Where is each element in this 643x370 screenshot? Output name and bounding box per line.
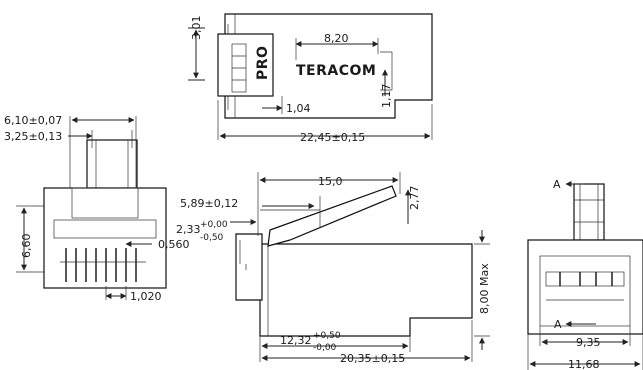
dim-side-total: 20,35±0,15 [340,352,405,365]
dim-rear-outer: 11,68 [568,358,600,370]
contact-group [60,248,146,282]
section-mark-bottom: A [554,318,562,331]
side-view: 15,0 2,77 5,89±0,12 2,33 +0,00 -0,50 8,0… [176,172,491,365]
dim-front-pitch: 0,560 [158,238,190,251]
dim-rear-inner: 9,35 [576,336,601,349]
dim-top-height: 3,01 [190,16,203,41]
dim-side-body-minus: -0,00 [313,343,337,353]
dim-side-body-plus: +0,50 [313,331,341,341]
dim-side-latch: 15,0 [318,175,343,188]
dim-side-offset-minus: -0,50 [200,233,224,243]
dim-side-max: 8,00 Max [478,263,491,314]
dim-top-small: 1,04 [286,102,311,115]
dim-top-offset: 8,20 [324,32,349,45]
pro-label: PRO [255,46,271,80]
dim-side-offset-value: 2,33 [176,223,201,236]
dim-side-body-value: 12,32 [280,334,312,347]
dim-front-width: 6,10±0,07 [4,114,62,127]
dim-side-latch-height: 2,77 [408,186,421,211]
brand-label: TERACOM [296,63,376,79]
dim-side-tip: 5,89±0,12 [180,197,238,210]
front-view: 6,10±0,07 3,25±0,13 6,60 0,560 1,020 [4,114,190,303]
dim-front-tab: 3,25±0,13 [4,130,62,143]
top-view: PRO TERACOM 3,01 8,20 1,04 1,17 22,45±0,… [188,13,433,144]
rear-view: A A 9,35 11,68 [527,178,643,370]
dim-front-height: 6,60 [20,234,33,259]
dim-side-offset-plus: +0,00 [200,220,228,230]
dim-front-contacts: 1,020 [130,290,162,303]
dim-top-length: 22,45±0,15 [300,131,365,144]
section-mark-top: A [553,178,561,191]
dim-top-side: 1,17 [380,84,393,109]
